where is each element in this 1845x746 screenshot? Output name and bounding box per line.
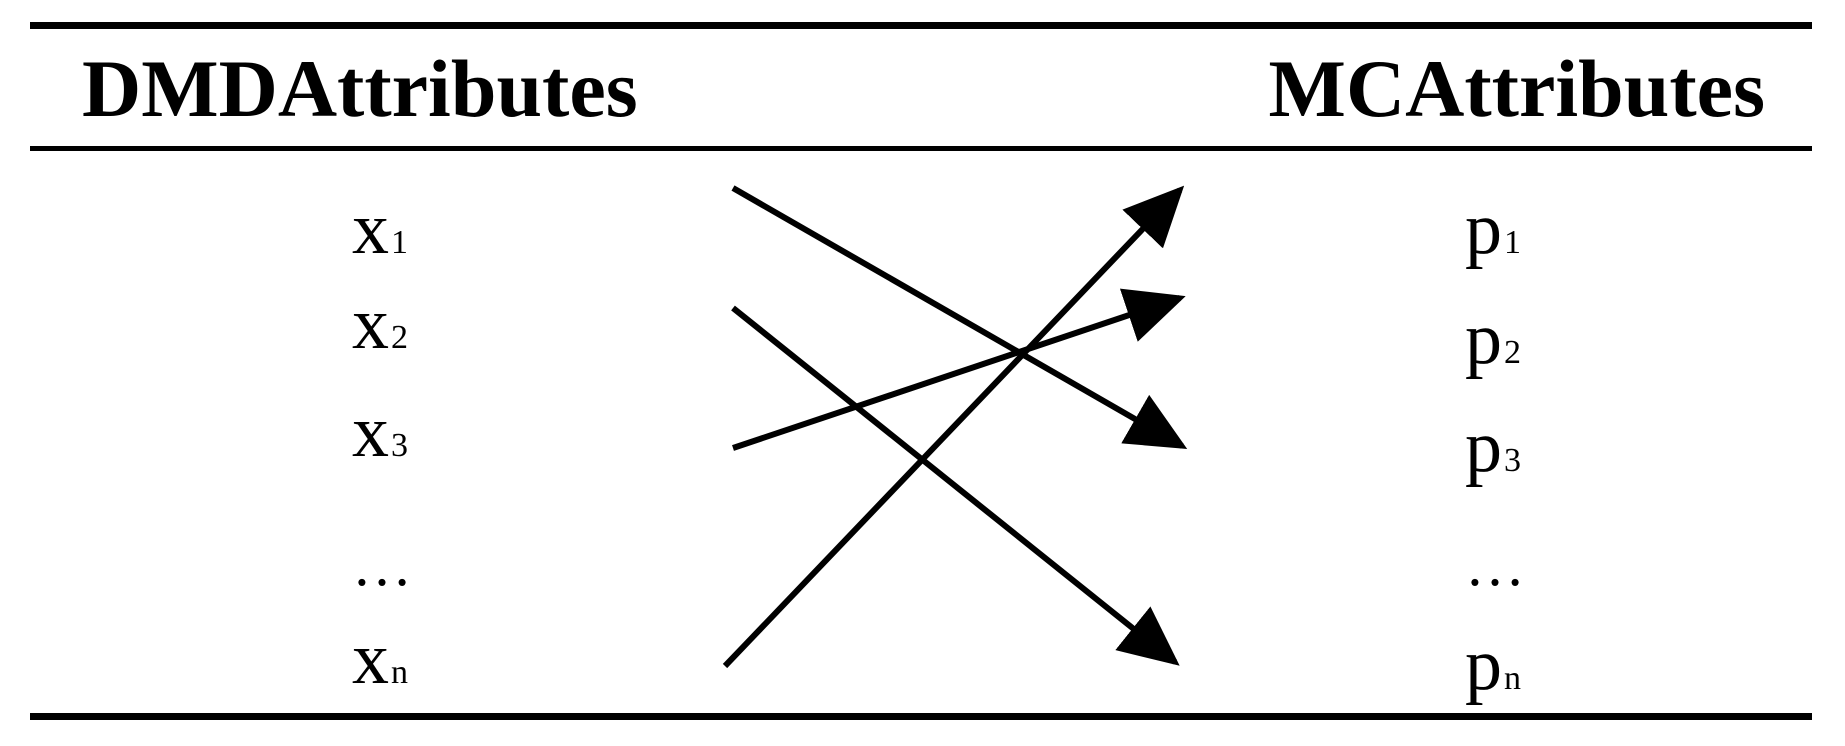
- left-item-x1: x1: [352, 188, 408, 270]
- right-item-ellipsis: …: [1465, 532, 1525, 598]
- left-column-header: DMDAttributes: [82, 43, 638, 134]
- left-item-xn: xn: [352, 618, 408, 700]
- left-item-x2: x2: [352, 283, 408, 365]
- left-item-ellipsis: …: [352, 532, 412, 598]
- bottom-rule: [30, 713, 1812, 720]
- arrow-x1-to-p3: [731, 185, 1188, 449]
- right-item-p2: p2: [1465, 298, 1521, 380]
- header-rule: [30, 146, 1812, 151]
- left-item-x3: x3: [352, 391, 408, 473]
- right-item-p3: p3: [1465, 406, 1521, 488]
- arrow-x3-to-p2: [732, 288, 1186, 451]
- arrow-x2-to-pn: [731, 305, 1180, 666]
- right-item-pn: pn: [1465, 624, 1521, 706]
- top-rule: [30, 22, 1812, 29]
- right-column-header: MCAttributes: [1268, 43, 1765, 134]
- right-item-p1: p1: [1465, 188, 1521, 270]
- arrow-xn-to-p1: [722, 185, 1185, 669]
